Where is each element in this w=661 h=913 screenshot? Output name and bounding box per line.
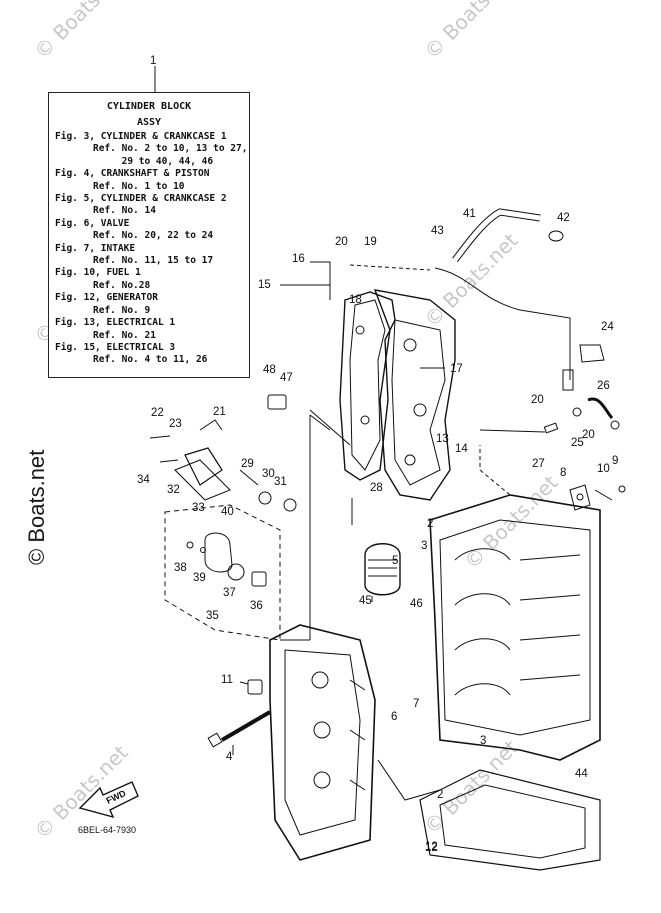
- callout-13: 13: [436, 433, 449, 445]
- fwd-arrow: [78, 781, 139, 819]
- legend-line: Ref. No.28: [93, 279, 151, 291]
- callout-2: 2: [437, 789, 443, 801]
- callout-20: 20: [582, 429, 595, 441]
- legend-line: Fig. 15, ELECTRICAL 3: [55, 341, 176, 353]
- callout-18: 18: [349, 294, 362, 306]
- hose-41-inner: [453, 209, 541, 262]
- callout-32: 32: [167, 484, 180, 496]
- intake-plate: [373, 289, 456, 501]
- callout-5: 5: [392, 555, 398, 567]
- leader-47-rod: [309, 409, 351, 446]
- callout-6: 6: [391, 711, 397, 723]
- part-24: [579, 344, 605, 363]
- legend-line: Ref. No. 2 to 10, 13 to 27,: [93, 143, 248, 155]
- callout-38: 38: [174, 562, 187, 574]
- callout-26: 26: [597, 380, 610, 392]
- dashed-group-35: [164, 504, 281, 641]
- legend-line: Ref. No. 14: [93, 205, 156, 217]
- legend-line: Fig. 6, VALVE: [55, 217, 130, 229]
- legend-line: 29 to 40, 44, 46: [93, 155, 214, 167]
- legend-line: Ref. No. 21: [93, 329, 156, 341]
- callout-24: 24: [601, 321, 614, 333]
- callout-25: 25: [571, 437, 584, 449]
- legend-line: Ref. No. 1 to 10: [93, 180, 185, 192]
- callout-21: 21: [213, 406, 226, 418]
- callout-17: 17: [450, 363, 463, 375]
- leader-16: [310, 261, 331, 285]
- legend-box: CYLINDER BLOCK ASSY Fig. 3, CYLINDER & C…: [48, 92, 250, 378]
- callout-29: 29: [241, 458, 254, 470]
- callout-47: 47: [280, 372, 293, 384]
- legend-line: Fig. 7, INTAKE: [55, 242, 136, 254]
- legend-line: Fig. 3, CYLINDER & CRANKCASE 1: [55, 131, 227, 142]
- callout-8: 8: [560, 467, 566, 479]
- legend-line: Fig. 4, CRANKSHAFT & PISTON: [55, 168, 210, 180]
- callout-45: 45: [359, 595, 372, 607]
- cylinder-block: [429, 494, 601, 761]
- legend-title-1: CYLINDER BLOCK: [106, 101, 192, 112]
- callout-31: 31: [274, 476, 287, 488]
- callout-2: 2: [427, 518, 433, 530]
- callout-1: 1: [150, 55, 156, 67]
- callout-37: 37: [223, 587, 236, 599]
- legend-line: Ref. No. 20, 22 to 24: [93, 230, 214, 242]
- legend-line: Ref. No. 9: [93, 304, 151, 316]
- leader-15: [280, 284, 331, 300]
- part-20-hose: [562, 369, 574, 391]
- callout-39: 39: [193, 572, 206, 584]
- cylinder-block-inner: [439, 519, 591, 736]
- callout-40: 40: [221, 506, 234, 518]
- bottom-code: 12: [425, 842, 438, 854]
- callout-20: 20: [531, 394, 544, 406]
- legend-line: Fig. 13, ELECTRICAL 1: [55, 317, 176, 329]
- callout-42: 42: [557, 212, 570, 224]
- callout-14: 14: [455, 443, 468, 455]
- callout-10: 10: [597, 463, 610, 475]
- intake-gasket-inner: [349, 299, 386, 471]
- intake-plate-inner: [391, 319, 446, 486]
- callout-46: 46: [410, 598, 423, 610]
- gasket-44: [419, 769, 601, 871]
- callout-4: 4: [226, 751, 233, 763]
- callout-33: 33: [192, 502, 205, 514]
- callout-43: 43: [431, 225, 444, 237]
- callout-9: 9: [612, 455, 618, 467]
- callout-35: 35: [206, 610, 219, 622]
- callout-16: 16: [292, 253, 305, 265]
- legend-line: Fig. 10, FUEL 1: [55, 267, 141, 279]
- oil-filter: [364, 543, 401, 596]
- callout-41: 41: [463, 208, 476, 220]
- callout-20: 20: [335, 236, 348, 248]
- callout-3: 3: [480, 735, 486, 747]
- callout-44: 44: [575, 768, 588, 780]
- callout-23: 23: [169, 418, 182, 430]
- callout-3: 3: [421, 540, 427, 552]
- callout-7: 7: [413, 698, 419, 710]
- cylinder-head: [269, 624, 376, 861]
- legend-line: Fig. 5, CYLINDER & CRANKCASE 2: [55, 193, 227, 205]
- legend-title-2: ASSY: [136, 117, 162, 128]
- callout-12: 12: [425, 841, 438, 853]
- callout-36: 36: [250, 600, 263, 612]
- callout-19: 19: [364, 236, 377, 248]
- legend-line: Fig. 12, GENERATOR: [55, 292, 158, 304]
- callout-28: 28: [370, 482, 383, 494]
- callout-30: 30: [262, 468, 275, 480]
- legend-line: Ref. No. 11, 15 to 17: [93, 255, 214, 267]
- intake-gasket: [339, 291, 396, 481]
- callout-48: 48: [263, 364, 276, 376]
- callout-15: 15: [258, 279, 271, 291]
- callout-11: 11: [221, 674, 233, 686]
- callout-group: 1232345678910111213141516171819202020212…: [137, 55, 618, 853]
- callout-22: 22: [151, 407, 164, 419]
- callout-27: 27: [532, 458, 545, 470]
- callout-34: 34: [137, 474, 150, 486]
- legend-line: Ref. No. 4 to 11, 26: [93, 354, 208, 366]
- drawing-code: 6BEL-64-7930: [78, 825, 136, 835]
